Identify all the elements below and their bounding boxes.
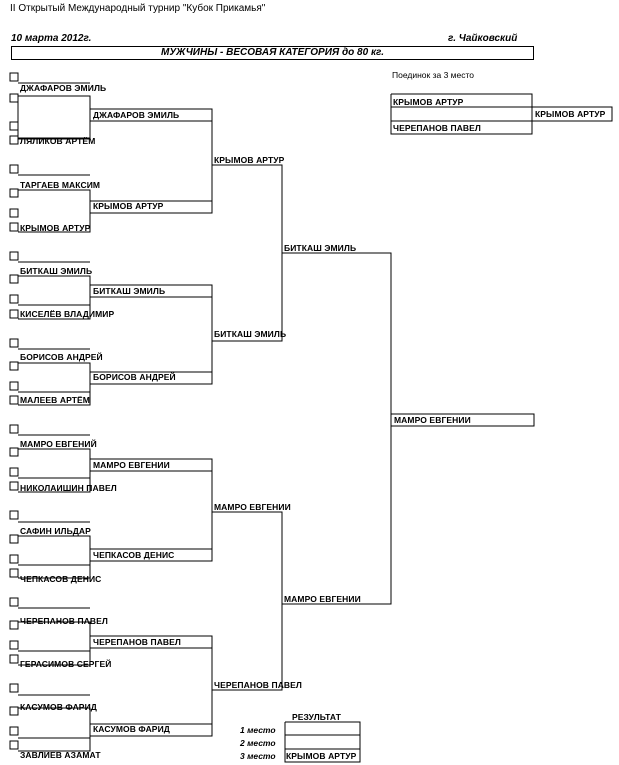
- place3-value: КРЫМОВ АРТУР: [286, 751, 357, 761]
- round2-fighter: КРЫМОВ АРТУР: [93, 201, 164, 211]
- seed-box: [9, 597, 19, 607]
- place3-label: 3 место: [240, 751, 276, 761]
- round3-lines: [212, 164, 283, 691]
- seed-box: [9, 93, 19, 103]
- round4-lines: [282, 252, 392, 605]
- place1-label: 1 место: [240, 725, 276, 735]
- seed-box: [9, 740, 19, 750]
- seed-box: [9, 222, 19, 232]
- third-place-title: Поединок за 3 место: [392, 70, 475, 80]
- seed-box: [9, 188, 19, 198]
- pair-box: [89, 635, 213, 737]
- third-place-fighter-a: КРЫМОВ АРТУР: [393, 97, 464, 107]
- seed-box: [9, 251, 19, 261]
- third-place-fighter-b: ЧЕРЕПАНОВ ПАВЕЛ: [393, 123, 481, 133]
- third-place-box: [390, 93, 533, 135]
- result-table: [284, 721, 361, 763]
- final-winner: МАМРО ЕВГЕНИИ: [394, 415, 471, 425]
- round1-fighter: МАМРО ЕВГЕНИЙ: [20, 439, 97, 449]
- seed-box: [9, 381, 19, 391]
- seed-box: [9, 467, 19, 477]
- seed-box: [9, 447, 19, 457]
- round1-fighter: ЛЯЛИКОВ АРТЁМ: [20, 136, 96, 146]
- seed-box: [9, 510, 19, 520]
- pair-box: [212, 164, 283, 342]
- semifinal-fighter: МАМРО ЕВГЕНИИ: [284, 594, 361, 604]
- pair-box: [212, 511, 283, 691]
- seed-box: [9, 620, 19, 630]
- pair-box: [18, 607, 91, 666]
- seed-box: [9, 208, 19, 218]
- round2-fighter: ЧЕПКАСОВ ДЕНИС: [93, 550, 175, 560]
- seed-box: [9, 726, 19, 736]
- round1-fighter: ЧЕПКАСОВ ДЕНИС: [20, 574, 102, 584]
- seed-box: [9, 72, 19, 82]
- seed-box: [9, 481, 19, 491]
- seed-box: [9, 395, 19, 405]
- seed-box: [9, 683, 19, 693]
- pair-box: [89, 284, 213, 385]
- round2-fighter: МАМРО ЕВГЕНИИ: [93, 460, 170, 470]
- tournament-title: II Открытый Международный турнир "Кубок …: [10, 3, 266, 14]
- seed-box: [9, 568, 19, 578]
- round1-fighter: БОРИСОВ АНДРЕЙ: [20, 352, 103, 362]
- round1-fighter: ЧЕРЕПАНОВ ПАВЕЛ: [20, 616, 108, 626]
- pair-box: [89, 458, 213, 562]
- round3-fighter: КРЫМОВ АРТУР: [214, 155, 285, 165]
- round3-fighter: МАМРО ЕВГЕНИИ: [214, 502, 291, 512]
- final-line: [391, 413, 535, 427]
- seed-box: [9, 361, 19, 371]
- seed-box: [9, 274, 19, 284]
- pair-box: [89, 108, 213, 214]
- third-place-winner-box: [532, 106, 613, 122]
- round1-fighter: НИКОЛАИШИН ПАВЕЛ: [20, 483, 117, 493]
- seed-box: [9, 135, 19, 145]
- seed-box: [9, 121, 19, 131]
- third-place-winner: КРЫМОВ АРТУР: [535, 109, 606, 119]
- pair-box: [17, 82, 91, 140]
- round1-fighter: ДЖАФАРОВ ЭМИЛЬ: [20, 83, 107, 93]
- results-title: РЕЗУЛЬТАТ: [292, 712, 341, 722]
- third-place-lines: [390, 93, 613, 135]
- round1-fighter: КАСУМОВ ФАРИД: [20, 702, 97, 712]
- seed-box: [9, 534, 19, 544]
- round1-fighter: КРЫМОВ АРТУР: [20, 223, 91, 233]
- round1-boxes: [17, 82, 91, 752]
- seed-box: [9, 640, 19, 650]
- round3-fighter: ЧЕРЕПАНОВ ПАВЕЛ: [214, 680, 302, 690]
- round1-fighter: КИСЕЛЁВ ВЛАДИМИР: [20, 309, 115, 319]
- round1-fighter: МАЛЕЕВ АРТЁМ: [20, 395, 90, 405]
- weight-category: МУЖЧИНЫ - ВЕСОВАЯ КАТЕГОРИЯ до 80 кг.: [11, 46, 534, 60]
- seed-boxes: [9, 72, 19, 750]
- pair-box: [282, 252, 392, 605]
- seed-box: [9, 294, 19, 304]
- seed-box: [9, 309, 19, 319]
- round2-boxes: [89, 108, 213, 737]
- seed-box: [9, 554, 19, 564]
- round1-fighter: ТАРГАЕВ МАКСИМ: [20, 180, 101, 190]
- seed-box: [9, 706, 19, 716]
- seed-box: [9, 164, 19, 174]
- round3-fighter: БИТКАШ ЭМИЛЬ: [214, 329, 287, 339]
- final-box: [391, 413, 535, 427]
- round2-fighter: ЧЕРЕПАНОВ ПАВЕЛ: [93, 637, 181, 647]
- event-city: г. Чайковский: [448, 33, 518, 44]
- round2-fighter: БИТКАШ ЭМИЛЬ: [93, 286, 166, 296]
- round1-fighter: ГЕРАСИМОВ СЕРГЕЙ: [20, 659, 112, 669]
- seed-box: [9, 338, 19, 348]
- round1-fighter: БИТКАШ ЭМИЛЬ: [20, 266, 93, 276]
- event-date: 10 марта 2012г.: [11, 33, 92, 44]
- round2-fighter: БОРИСОВ АНДРЕЙ: [93, 372, 176, 382]
- result-grid: [284, 721, 361, 763]
- round2-fighter: КАСУМОВ ФАРИД: [93, 724, 170, 734]
- place2-label: 2 место: [240, 738, 276, 748]
- round1-fighter: ЗАВЛИЕВ АЗАМАТ: [20, 750, 101, 760]
- round1-fighter: САФИН ИЛЬДАР: [20, 526, 91, 536]
- round2-fighter: ДЖАФАРОВ ЭМИЛЬ: [93, 110, 180, 120]
- semifinal-fighter: БИТКАШ ЭМИЛЬ: [284, 243, 357, 253]
- seed-box: [9, 654, 19, 664]
- seed-box: [9, 424, 19, 434]
